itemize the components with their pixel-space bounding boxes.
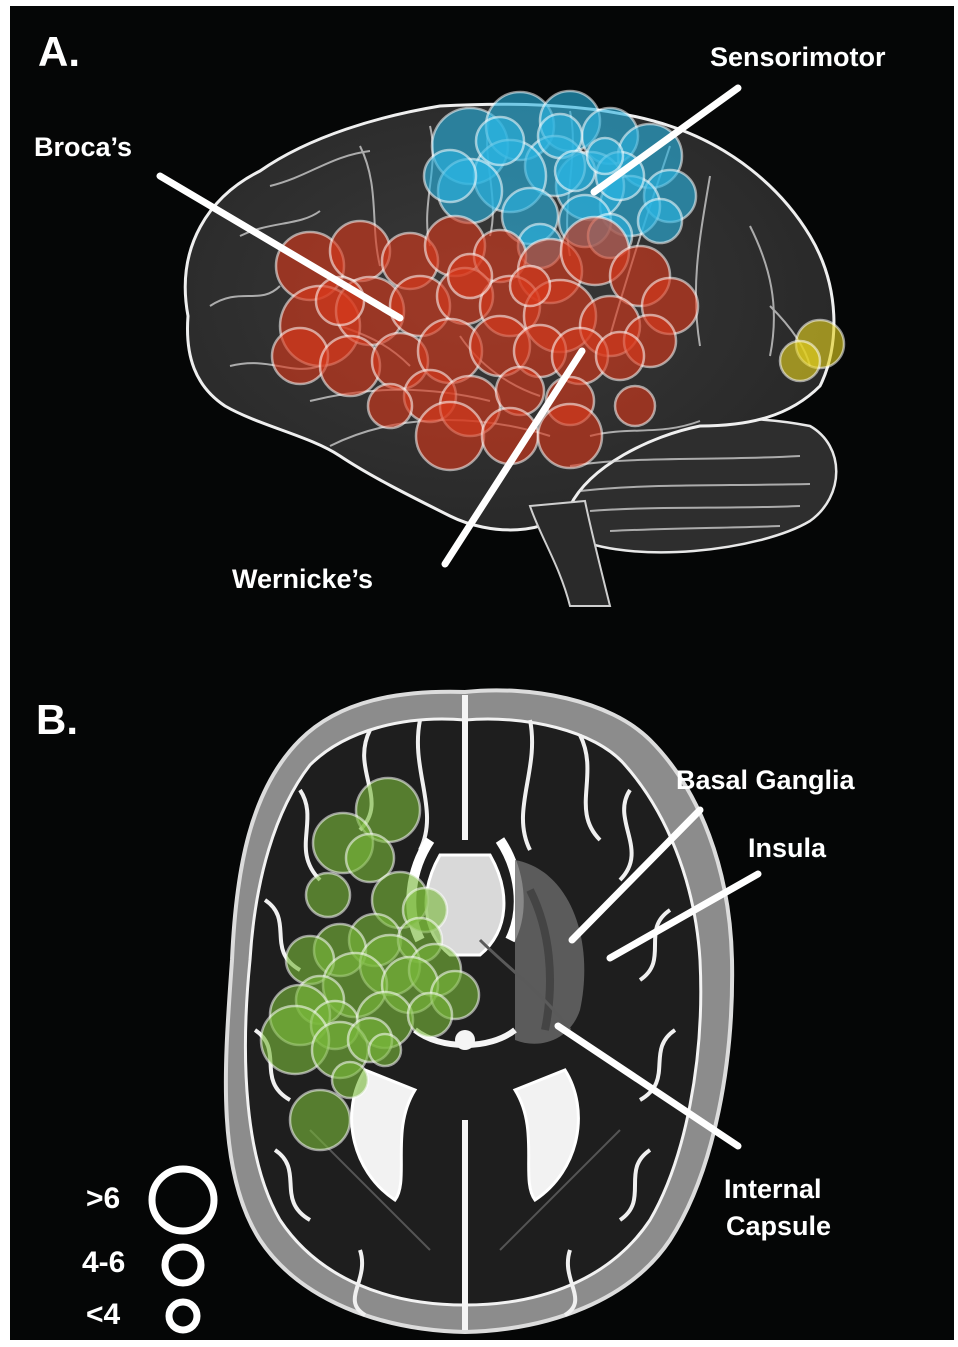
subcortical-lesion-circle <box>332 1062 368 1098</box>
sensorimotor-lesion-circle <box>638 199 682 243</box>
legend-label-medium: 4-6 <box>82 1246 125 1280</box>
language-lesion-circle <box>320 336 380 396</box>
internal-capsule-label-line1: Internal <box>724 1174 822 1205</box>
language-lesion-circle <box>272 328 328 384</box>
size-legend <box>152 1169 214 1330</box>
legend-circle-medium <box>165 1247 201 1283</box>
legend-circle-small <box>169 1302 197 1330</box>
language-lesion-circle <box>330 221 390 281</box>
subcortical-lesion-circle <box>408 993 452 1037</box>
insula-label: Insula <box>748 833 826 864</box>
broca-label: Broca’s <box>34 132 132 163</box>
panel-a-letter: A. <box>38 28 80 76</box>
panel-a-lateral-brain: A. Sensorimotor Broca’s Wernicke’s <box>10 6 954 610</box>
language-lesion-circle <box>615 386 655 426</box>
internal-capsule-label-line2: Capsule <box>726 1211 831 1242</box>
panel-b-letter: B. <box>36 696 78 744</box>
legend-label-small: <4 <box>86 1298 120 1332</box>
sensorimotor-label: Sensorimotor <box>710 42 886 73</box>
sensorimotor-lesion-circle <box>587 138 623 174</box>
sensorimotor-lesion-circle <box>424 150 476 202</box>
wernicke-label: Wernicke’s <box>232 564 373 595</box>
language-lesion-circle <box>596 332 644 380</box>
subcortical-lesion-circle <box>306 873 350 917</box>
panel-b-axial-brain: B. Basal Ganglia Insula Internal Capsule… <box>10 610 954 1340</box>
language-lesion-circle <box>448 254 492 298</box>
language-lesion-circle <box>538 404 602 468</box>
sensorimotor-lesion-circle <box>476 117 524 165</box>
subcortical-lesion-circle <box>290 1090 350 1150</box>
subcortical-lesion-circle <box>369 1034 401 1066</box>
language-lesion-circle <box>416 402 484 470</box>
language-lesion-circle <box>368 384 412 428</box>
basal-ganglia-label: Basal Ganglia <box>676 765 855 796</box>
lateral-brain-illustration <box>10 6 954 610</box>
legend-label-large: >6 <box>86 1182 120 1216</box>
legend-circle-large <box>152 1169 214 1231</box>
language-lesion-circle <box>510 266 550 306</box>
occipital-lesion-circle <box>780 341 820 381</box>
